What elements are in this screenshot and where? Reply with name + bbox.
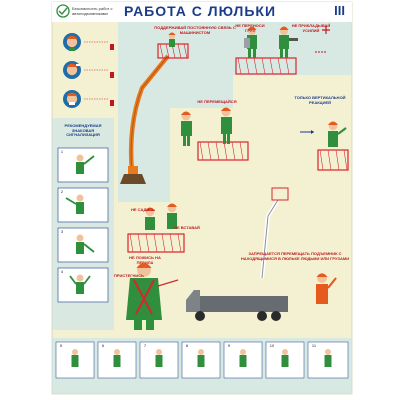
bottom-figure-4 bbox=[181, 341, 221, 379]
lift-truck bbox=[186, 187, 337, 321]
signal-figure-3 bbox=[57, 227, 109, 263]
lift-base bbox=[120, 174, 146, 184]
truck-cab bbox=[186, 290, 200, 312]
truck-wheel-front bbox=[195, 311, 205, 321]
header-caption: Безопасность работ с автоподъемниками bbox=[72, 6, 113, 16]
signal-column bbox=[57, 147, 109, 303]
label-signals-heading: РЕКОМЕНДУЕМАЯ ЗНАКОВАЯ СИГНАЛИЗАЦИЯ bbox=[64, 123, 102, 137]
lift-with-cradle bbox=[120, 32, 189, 184]
bottom-figure-5 bbox=[223, 341, 263, 379]
label-hold-loads: НЕ ПЕРЕНОСИ ГРУЗ bbox=[235, 23, 265, 33]
label-forbidden-move: ЗАПРЕЩАЕТСЯ ПЕРЕМЕЩАТЬ ПОДЪЕМНИК С НАХОД… bbox=[240, 251, 350, 261]
worker-right-column bbox=[300, 121, 349, 171]
cradle-bottom-centre bbox=[127, 233, 185, 253]
panel-number-6: 6 bbox=[101, 343, 105, 348]
label-no-railing: НЕ ЛОЖИСЬ НА ПЕРИЛА bbox=[129, 255, 161, 265]
panel-number-7: 7 bbox=[143, 343, 147, 348]
no-effort-icon bbox=[322, 26, 330, 34]
ground-signaller bbox=[316, 273, 337, 304]
poster-section-numeral: III bbox=[334, 3, 345, 18]
bottom-figure-2 bbox=[97, 341, 137, 379]
signal-head-1 bbox=[63, 33, 81, 51]
bottom-figure-3 bbox=[139, 341, 179, 379]
divider-lane-top bbox=[118, 22, 352, 202]
cradle-worker bbox=[168, 32, 176, 47]
workers-top-right bbox=[235, 26, 330, 75]
logo-emblem-icon bbox=[56, 4, 70, 18]
panel-number-1: 1 bbox=[60, 149, 64, 154]
panel-number-5: 5 bbox=[59, 343, 63, 348]
truck-cradle bbox=[271, 187, 289, 201]
panel-number-10: 10 bbox=[269, 343, 275, 348]
label-contact: ПОДДЕРЖИВАЙ ПОСТОЯННУЮ СВЯЗЬ С МАШИНИСТО… bbox=[154, 25, 236, 35]
signal-figure-2 bbox=[57, 187, 109, 223]
panel-number-2: 2 bbox=[60, 189, 64, 194]
bottom-figure-6 bbox=[265, 341, 305, 379]
bottom-figure-1 bbox=[55, 341, 95, 379]
worker-standing bbox=[221, 107, 232, 144]
cradle-right bbox=[317, 149, 349, 171]
panel-number-4: 4 bbox=[60, 269, 64, 274]
signal-head-2 bbox=[63, 61, 81, 79]
signal-figure-4 bbox=[57, 267, 109, 303]
lift-turret bbox=[128, 166, 138, 174]
label-fasten: ПРИСТЕГНИСЬ bbox=[113, 273, 145, 278]
worker-on-railing bbox=[167, 203, 177, 229]
panel-number-8: 8 bbox=[185, 343, 189, 348]
cradle-top-right bbox=[235, 57, 297, 75]
label-no-sit: НЕ САДИСЬ bbox=[131, 207, 155, 212]
harness-worker bbox=[126, 263, 179, 330]
truck-wheel-rear-1 bbox=[257, 311, 267, 321]
worker-leaning bbox=[181, 111, 192, 146]
panel-number-11: 11 bbox=[311, 343, 317, 348]
bottom-signal-figures bbox=[55, 341, 349, 379]
signal-head-3 bbox=[63, 90, 81, 108]
label-no-stand: НЕ ВСТАВАЙ bbox=[174, 225, 200, 230]
logo-check-icon bbox=[58, 7, 68, 16]
panel-number-3: 3 bbox=[60, 229, 64, 234]
workers-bottom-centre bbox=[127, 203, 185, 253]
worker-drilling bbox=[279, 26, 298, 58]
workers-mid-centre bbox=[181, 107, 249, 161]
label-vertical-reaction: ТОЛЬКО ВЕРТИКАЛЬНОЙ РЕАКЦИЕЙ bbox=[294, 95, 346, 105]
communication-signals bbox=[63, 33, 114, 108]
signal-figure-1 bbox=[57, 147, 109, 183]
worker-carrying bbox=[244, 26, 257, 58]
lift-boom-edge bbox=[130, 55, 169, 173]
truck-body bbox=[200, 296, 288, 312]
bottom-figure-7 bbox=[307, 341, 349, 379]
truck-wheel-rear-2 bbox=[271, 311, 281, 321]
panel-number-9: 9 bbox=[227, 343, 231, 348]
safety-lanyard bbox=[157, 279, 179, 287]
label-no-effort: НЕ ПРИКЛАДЫВАЙ УСИЛИЙ bbox=[291, 23, 331, 33]
worker-sitting bbox=[145, 207, 155, 230]
header-band bbox=[52, 2, 352, 22]
label-no-move: НЕ ПЕРЕМЕЩАЙСЯ bbox=[197, 99, 237, 104]
poster-title: РАБОТА С ЛЮЛЬКИ bbox=[123, 3, 277, 19]
